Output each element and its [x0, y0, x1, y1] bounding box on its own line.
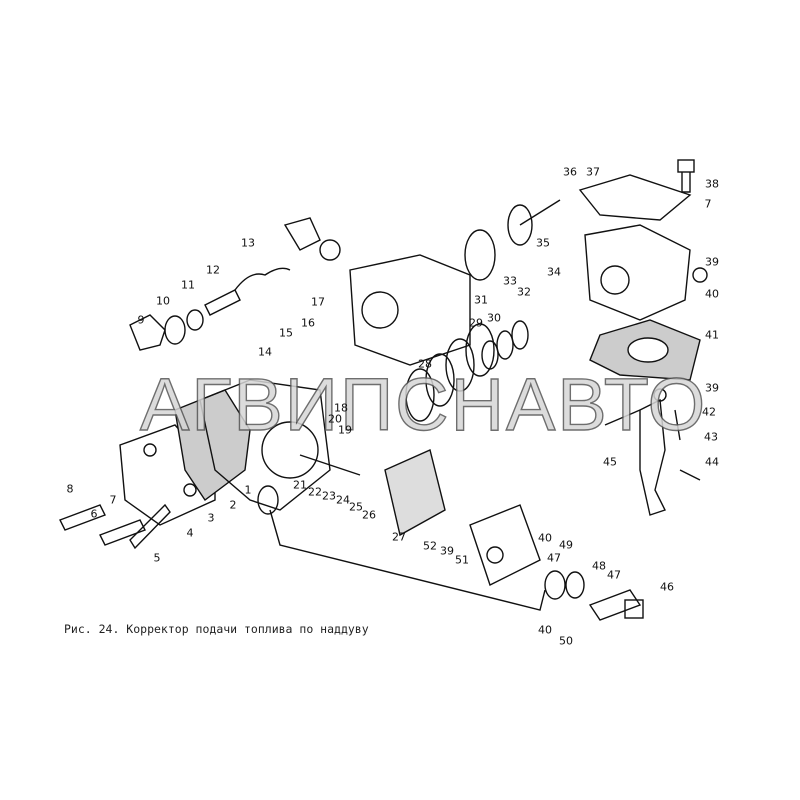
part-label: 9 — [137, 313, 145, 327]
part-label: 19 — [338, 423, 352, 437]
part-label: 39 — [440, 544, 454, 558]
part-label: 13 — [241, 236, 255, 250]
part-label: 39 — [705, 255, 719, 269]
part-label: 11 — [181, 278, 195, 292]
part-label: 17 — [311, 295, 325, 309]
spring-small — [481, 320, 529, 370]
fuel-pipe — [269, 509, 546, 611]
part-label: 40 — [538, 623, 552, 637]
part-label: 3 — [207, 511, 215, 525]
part-label: 2 — [229, 498, 237, 512]
part-label: 40 — [705, 287, 719, 301]
part-label: 51 — [455, 553, 469, 567]
part-label: 27 — [392, 530, 406, 544]
bolt — [677, 159, 695, 173]
part-label: 7 — [704, 197, 712, 211]
part-label: 5 — [153, 551, 161, 565]
part-label: 23 — [322, 489, 336, 503]
part-label: 48 — [592, 559, 606, 573]
part-label: 6 — [90, 507, 98, 521]
part-label: 37 — [586, 165, 600, 179]
part-label: 50 — [559, 634, 573, 648]
part-label: 47 — [607, 568, 621, 582]
part-label: 45 — [603, 455, 617, 469]
part-label: 14 — [258, 345, 272, 359]
part-label: 47 — [547, 551, 561, 565]
part-label: 39 — [705, 381, 719, 395]
part-label: 44 — [705, 455, 719, 469]
part-label: 10 — [156, 294, 170, 308]
part-label: 15 — [279, 326, 293, 340]
part-label: 33 — [503, 274, 517, 288]
part-label: 29 — [469, 316, 483, 330]
diaphragm — [464, 229, 496, 281]
bolt-46 — [588, 589, 642, 621]
part-label: 36 — [563, 165, 577, 179]
part-label: 24 — [336, 493, 350, 507]
bolt-8 — [59, 504, 106, 531]
cover-51 — [469, 504, 541, 586]
part-label: 12 — [206, 263, 220, 277]
stud — [674, 409, 681, 441]
part-label: 4 — [186, 526, 194, 540]
part-label: 40 — [538, 531, 552, 545]
part-label: 20 — [328, 412, 342, 426]
part-label: 41 — [705, 328, 719, 342]
part-label: 22 — [308, 485, 322, 499]
watermark: АГВИПСНАВТО — [139, 362, 708, 446]
part-label: 31 — [474, 293, 488, 307]
part-label: 43 — [704, 430, 718, 444]
part-label: 32 — [517, 285, 531, 299]
part-label: 38 — [705, 177, 719, 191]
part-label: 34 — [547, 265, 561, 279]
part-label: 21 — [293, 478, 307, 492]
lever — [639, 398, 666, 516]
plate-27 — [384, 449, 446, 537]
body — [199, 379, 331, 511]
part-label: 52 — [423, 539, 437, 553]
part-label: 26 — [362, 508, 376, 522]
part-label: 49 — [559, 538, 573, 552]
figure-caption: Рис. 24. Корректор подачи топлива по над… — [64, 622, 369, 636]
part-label: 7 — [109, 493, 117, 507]
part-label: 46 — [660, 580, 674, 594]
spring-large — [405, 323, 495, 422]
plug — [129, 314, 166, 351]
part-label: 16 — [301, 316, 315, 330]
part-label: 1 — [244, 483, 252, 497]
top-cover — [578, 174, 692, 221]
part-label: 8 — [66, 482, 74, 496]
part-label: 35 — [536, 236, 550, 250]
part-label: 42 — [702, 405, 716, 419]
part-label: 18 — [334, 401, 348, 415]
cover-plate — [119, 424, 216, 526]
fitting — [283, 217, 321, 251]
housing — [349, 254, 471, 366]
part-label: 30 — [487, 311, 501, 325]
part-label: 28 — [418, 357, 432, 371]
part-label: 25 — [349, 500, 363, 514]
block — [584, 224, 691, 321]
rod — [299, 454, 361, 476]
